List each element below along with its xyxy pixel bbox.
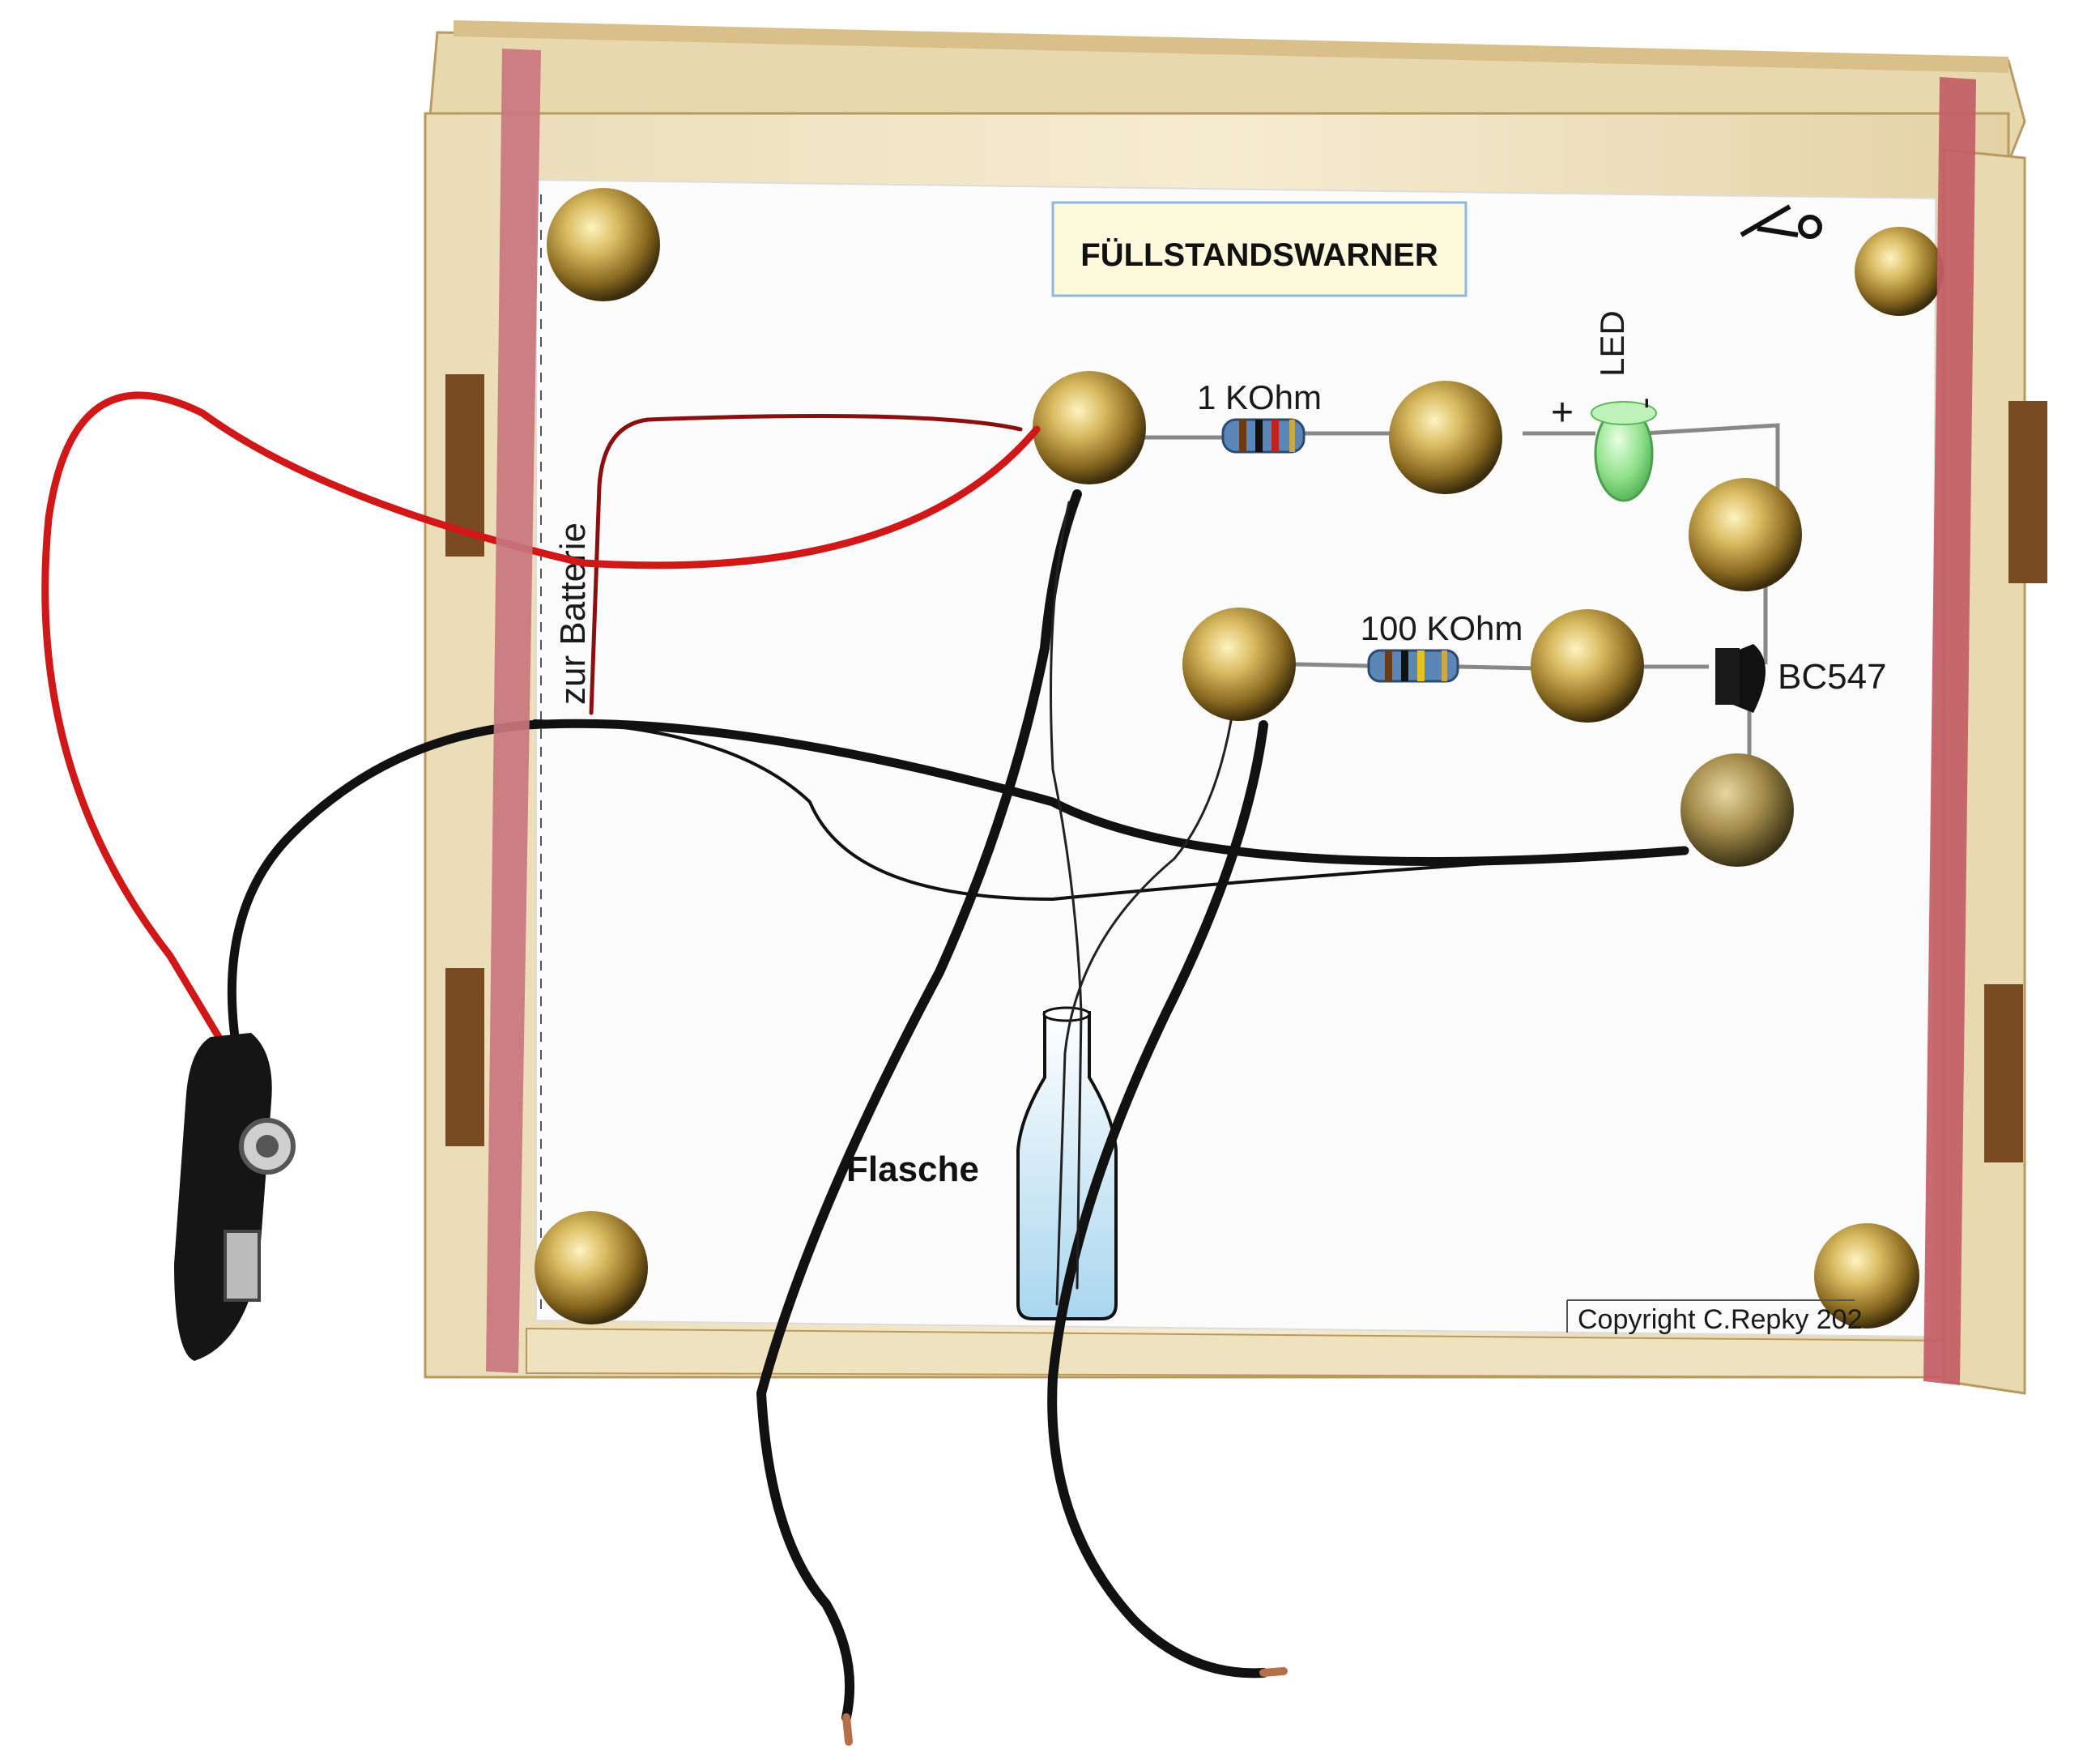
- rubber-bands: [486, 49, 1976, 1385]
- copyright-text: Copyright C.Repky 202: [1578, 1304, 1863, 1335]
- frame-slot: [1984, 984, 2023, 1162]
- probe-wire-2: [1047, 720, 1268, 1678]
- bottle-icon: [1016, 1006, 1118, 1320]
- battery-snap-terminal: [224, 1230, 261, 1302]
- led-minus-sign: -: [1625, 397, 1664, 409]
- scissors-icon: [1740, 204, 1822, 239]
- thin-red-trace: [589, 414, 1023, 715]
- circuit-traces: [1134, 423, 1780, 774]
- transistor: [1715, 644, 1766, 713]
- contact-fastener: [1182, 608, 1296, 721]
- thin-probe-trace-1: [1050, 501, 1083, 1290]
- thin-black-trace: [533, 719, 1686, 902]
- copyright-box: Copyright C.Repky 202: [1566, 1299, 1863, 1335]
- led-label: LED: [1593, 310, 1631, 377]
- battery-clip: [174, 1033, 296, 1361]
- contact-fastener: [1689, 478, 1802, 591]
- title-box: FÜLLSTANDSWARNER: [1051, 201, 1467, 297]
- resistor-1k-label: 1 KOhm: [1197, 378, 1322, 416]
- contact-fastener: [1531, 609, 1644, 723]
- contact-fastener: [1389, 381, 1502, 494]
- led-plus-sign: +: [1551, 391, 1574, 434]
- led: [1591, 401, 1657, 502]
- corner-fastener: [1855, 227, 1944, 316]
- wires: [41, 391, 1689, 1746]
- corner-fastener: [1814, 1223, 1919, 1329]
- bottle-label: Flasche: [846, 1149, 979, 1189]
- thin-probe-trace-2: [1055, 719, 1233, 1306]
- transistor-label: BC547: [1778, 657, 1887, 697]
- board-title: FÜLLSTANDSWARNER: [1080, 237, 1438, 273]
- contact-fastener: [1680, 753, 1794, 867]
- resistor-100k: [1367, 649, 1459, 683]
- resistor-1k: [1221, 418, 1306, 454]
- frame-slot: [2008, 401, 2047, 583]
- red-wire: [41, 391, 1041, 1041]
- frame-slot: [445, 968, 484, 1146]
- contact-fastener: [1033, 371, 1146, 484]
- resistor-100k-label: 100 KOhm: [1361, 609, 1523, 647]
- probe-wire-1: [756, 489, 1082, 1722]
- battery-label: zur Batterie: [553, 522, 593, 705]
- corner-fastener: [547, 188, 660, 301]
- brass-fasteners: [535, 188, 1944, 1329]
- black-wire-battery: [227, 719, 1689, 1042]
- corner-fastener: [535, 1211, 648, 1324]
